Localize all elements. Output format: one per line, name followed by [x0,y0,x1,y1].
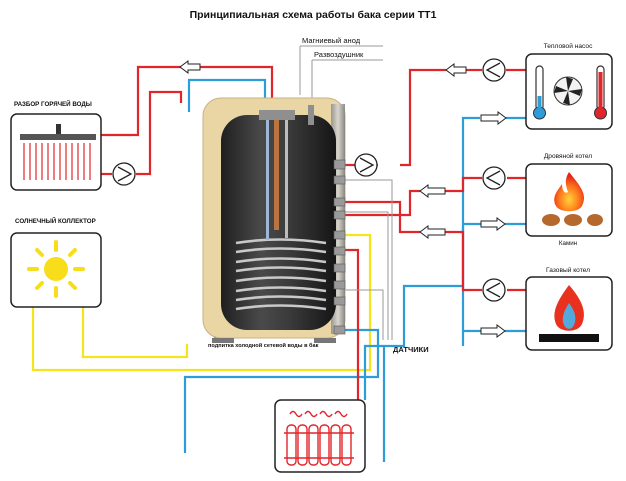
pipe-radiator-red [345,248,360,400]
flow-arrows [179,60,507,338]
radiator-box [274,399,366,473]
label-hot-water: РАЗБОР ГОРЯЧЕЙ ВОДЫ [14,100,92,108]
arrow-icon [179,60,201,74]
pipe-hot-supply-left [101,65,274,137]
label-solar: СОЛНЕЧНЫЙ КОЛЛЕКТОР [15,217,96,225]
gas-boiler-box [525,276,613,351]
label-magnesium-anode: Магниевый анод [302,36,361,45]
wood-boiler-box [525,163,613,237]
shower-icon [20,124,96,180]
sensor-lines [299,45,393,340]
pipe-hp-return-2 [461,116,480,346]
arrow-icon [419,184,446,198]
radiator-icon [284,410,354,466]
arrow-icon [480,324,506,338]
wood-fire-icon [542,172,603,226]
heat-exchanger-coil [235,238,327,311]
pipe-hot-right [400,68,446,167]
heat-pump-icon [533,65,607,120]
arrow-icon [480,111,507,125]
gas-flame-icon [539,285,599,342]
pipe-circulation-2 [136,90,183,176]
pump-icon [112,162,136,186]
label-wood-boiler: Дровяной котел [544,152,592,160]
arrow-icon [480,217,506,231]
pump-icon [354,153,378,177]
label-fireplace: Камин [559,240,577,247]
pump-icon [482,166,506,190]
pipe-cold-inlet [183,328,380,453]
pipe-gas-red-2 [445,230,482,292]
label-heat-pump: Тепловой насос [544,42,593,50]
tank [202,97,346,343]
solar-box [10,232,102,308]
page-title: Принципиальная схема работы бака серии Т… [190,9,437,21]
pipe-radiator-blue [363,226,465,400]
arrow-icon [445,63,467,77]
pipe-gas-red [345,200,420,234]
label-sensors: ДАТЧИКИ [393,345,429,354]
pipe-solar-return [81,307,189,359]
magnesium-anode [274,118,279,230]
pump-icon [482,58,506,82]
pipe-solar-supply [31,233,372,372]
pipe-cold-shower-top [187,78,267,112]
pipe-wood-red [345,189,420,217]
arrow-icon [419,225,446,239]
pumps [112,58,506,302]
heat-pump-box [525,53,613,130]
pump-icon [482,278,506,302]
label-cold-inlet: подпитка холодной сетевой воды в бак [208,342,319,349]
pipe-wood-red-2 [445,176,482,193]
tank-connectors [333,159,346,335]
label-gas-boiler: Газовый котел [546,266,590,274]
shower-box [10,113,102,191]
label-air-vent: Развоздушник [314,50,364,59]
sun-icon [27,240,85,298]
